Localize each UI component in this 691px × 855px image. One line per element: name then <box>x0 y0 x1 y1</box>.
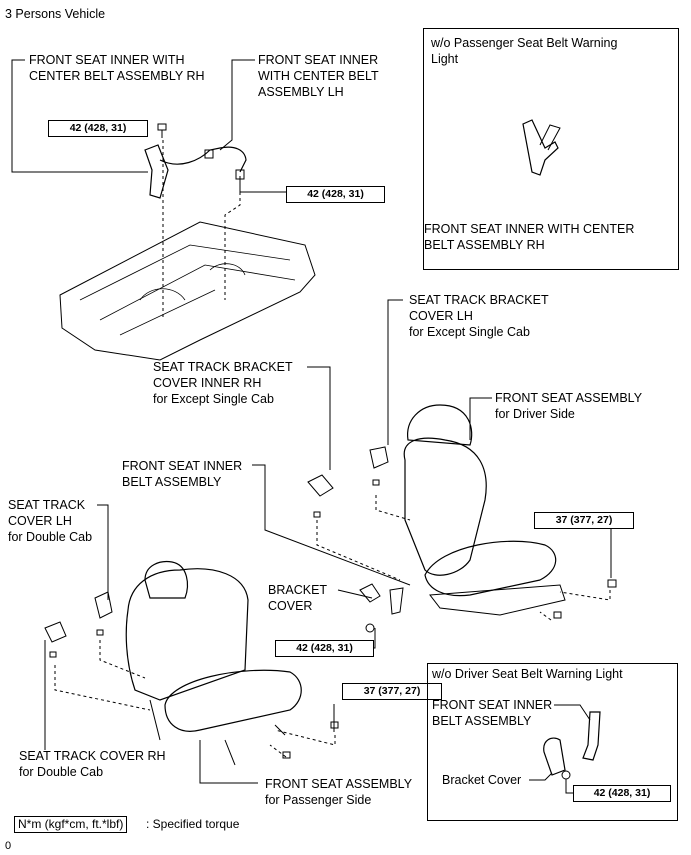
inset-top-title: w/o Passenger Seat Belt Warning Light <box>431 36 618 66</box>
diagram-title: 3 Persons Vehicle <box>5 7 106 21</box>
label-seat-track-cover-rh: SEAT TRACK COVER RH for Double Cab <box>19 749 166 779</box>
label-seat-track-bracket-cover-inner-rh: SEAT TRACK BRACKET COVER INNER RH for Ex… <box>153 360 293 406</box>
inset-no-passenger-warning-light <box>423 28 679 270</box>
label-front-seat-inner-center-belt-lh: FRONT SEAT INNER WITH CENTER BELT ASSEMB… <box>258 53 379 99</box>
legend-text: : Specified torque <box>146 817 240 831</box>
leader-torque-2 <box>239 176 286 193</box>
inset-bottom-part-label: FRONT SEAT INNER BELT ASSEMBLY <box>432 698 553 728</box>
leader-seat-passenger <box>199 740 258 784</box>
torque-spec: 42 (428, 31) <box>48 120 148 137</box>
inset-bottom-title: w/o Driver Seat Belt Warning Light <box>432 667 623 681</box>
leader-bracket-lh <box>387 299 403 445</box>
torque-spec: 42 (428, 31) <box>286 186 385 203</box>
label-front-seat-inner-belt: FRONT SEAT INNER BELT ASSEMBLY <box>122 459 243 489</box>
leader-inner-rh <box>11 59 148 173</box>
footer-code: 0 <box>5 840 12 852</box>
torque-spec: 37 (377, 27) <box>534 512 634 529</box>
inset-no-driver-warning-light <box>427 663 678 821</box>
torque-spec: 42 (428, 31) <box>573 785 671 802</box>
inset-top-part-label: FRONT SEAT INNER WITH CENTER BELT ASSEMB… <box>424 222 635 252</box>
label-front-seat-inner-center-belt-rh: FRONT SEAT INNER WITH CENTER BELT ASSEMB… <box>29 53 205 83</box>
leader-track-lh <box>97 504 109 600</box>
torque-spec: 42 (428, 31) <box>275 640 374 657</box>
label-front-seat-driver: FRONT SEAT ASSEMBLY for Driver Side <box>495 391 643 421</box>
leader-inner-lh <box>219 59 255 151</box>
leader-seat-driver <box>469 397 492 440</box>
leader-inner-belt <box>252 464 411 586</box>
torque-spec: 37 (377, 27) <box>342 683 442 700</box>
label-front-seat-passenger: FRONT SEAT ASSEMBLY for Passenger Side <box>265 777 413 807</box>
label-seat-track-bracket-cover-lh: SEAT TRACK BRACKET COVER LH for Except S… <box>409 293 549 339</box>
leader-bracket-cover <box>337 589 373 599</box>
label-bracket-cover: BRACKET COVER <box>268 583 328 613</box>
label-seat-track-cover-lh: SEAT TRACK COVER LH for Double Cab <box>8 498 93 544</box>
leader-bracket-inner-rh <box>307 366 331 470</box>
legend-torque-unit: N*m (kgf*cm, ft.*lbf) <box>14 816 128 833</box>
inset-bottom-bracket-label: Bracket Cover <box>442 773 522 787</box>
